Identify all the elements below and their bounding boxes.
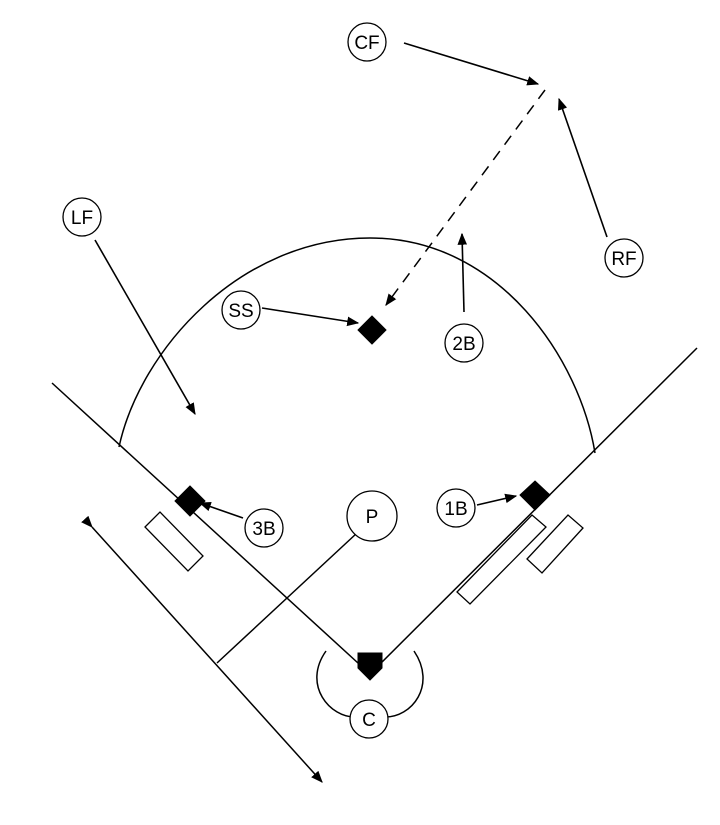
third-base-coach-box [144, 511, 204, 572]
player-ss-label: SS [228, 301, 253, 322]
first-base [519, 480, 551, 511]
throw-path-dashed [385, 89, 546, 306]
player-3b: 3B [244, 508, 284, 548]
player-2b-label: 2B [452, 334, 475, 355]
home-plate [357, 652, 383, 681]
player-c: C [349, 699, 389, 739]
infield-arc [118, 237, 596, 454]
3b-arrow [198, 502, 244, 519]
first-base-coach-box [526, 514, 584, 574]
player-2b: 2B [444, 323, 484, 363]
player-p: P [346, 490, 398, 542]
player-1b-label: 1B [444, 499, 467, 520]
player-rf-label: RF [611, 249, 636, 270]
lf-arrow [94, 239, 196, 416]
cf-arrow [403, 42, 540, 86]
cutoff-position-marker [357, 315, 387, 345]
ss-arrow [261, 307, 360, 327]
first-base-runner-lane [456, 514, 547, 605]
player-1b: 1B [436, 488, 476, 528]
player-cf: CF [347, 22, 387, 62]
player-rf: RF [604, 238, 644, 278]
first-base-foul-line [369, 347, 698, 675]
player-lf-label: LF [71, 208, 93, 229]
player-lf: LF [62, 197, 102, 237]
1b-arrow [476, 493, 518, 506]
player-cf-label: CF [354, 33, 379, 54]
player-3b-label: 3B [252, 519, 275, 540]
player-ss: SS [221, 290, 261, 330]
third-base-foul-line [51, 382, 371, 675]
player-c-label: C [362, 710, 376, 731]
third-base [174, 485, 206, 517]
player-p-label: P [366, 507, 379, 528]
2b-arrow [457, 232, 468, 313]
rf-arrow [558, 97, 608, 238]
backup-arrow [81, 515, 323, 783]
